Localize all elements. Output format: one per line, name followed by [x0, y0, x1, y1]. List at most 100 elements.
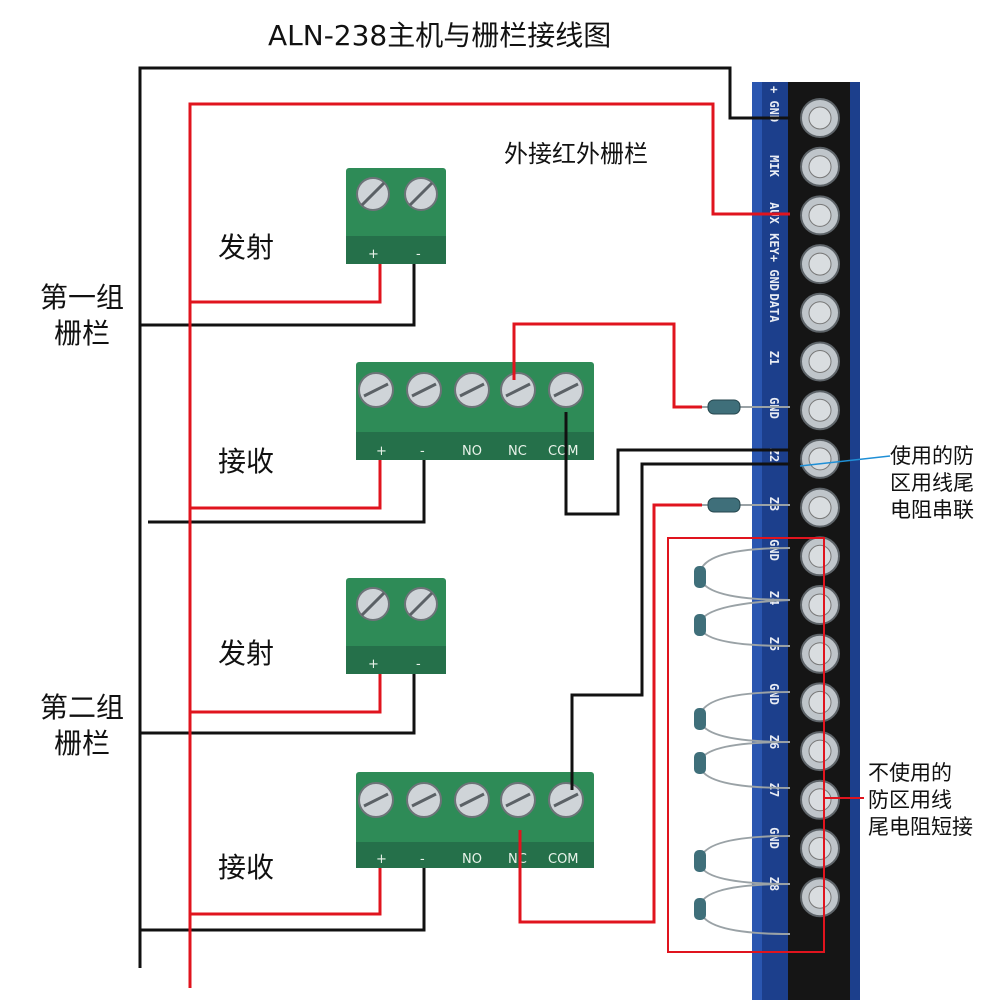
power-wires — [188, 102, 790, 988]
unused-zones-note-line3: 尾电阻短接 — [868, 815, 973, 839]
resistor-z7 — [694, 850, 706, 872]
receiver-2-com-label: COM — [548, 852, 579, 867]
aux-power-bus-wire — [188, 102, 790, 988]
board-label: + GND — [767, 86, 781, 122]
screw-slot — [505, 792, 531, 808]
receiver-1-nc-wire — [512, 322, 702, 409]
board-terminal-screw-head — [808, 593, 832, 617]
screw-slot — [553, 792, 579, 808]
board-label: MIK — [767, 155, 781, 177]
used-zones-note-line2: 区用线尾 — [890, 471, 974, 495]
used-zones-note: 使用的防 区用线尾 电阻串联 — [890, 443, 994, 524]
eol-resistor-z2 — [702, 497, 790, 513]
board-terminal-screw-head — [808, 788, 832, 812]
emitter-2-base — [346, 646, 446, 674]
board-terminal-screw-head — [808, 837, 832, 860]
resistor-z6 — [694, 752, 706, 774]
receiver-2-screws — [358, 782, 584, 818]
group-2-label-line2: 栅栏 — [53, 727, 110, 760]
emitter-2-power-wire — [190, 674, 382, 714]
used-zones-note-line3: 电阻串联 — [890, 498, 974, 522]
emitter-2-plus-label: + — [368, 657, 379, 672]
board-label: Z7 — [767, 783, 781, 797]
emitter-1-terminal-block: + - — [346, 168, 446, 264]
board-terminal-screw-head — [808, 496, 832, 520]
resistor-z8 — [694, 898, 706, 920]
resistor-z3 — [694, 566, 706, 588]
unused-zones-note-line1: 不使用的 — [868, 761, 952, 785]
emitter-2-label: 发射 — [218, 637, 275, 670]
unused-zones-box — [667, 537, 825, 953]
receiver-2-com-wire — [570, 462, 790, 790]
receiver-1-base — [356, 432, 594, 460]
receiver-2-minus-label: - — [420, 852, 425, 867]
receiver-1-no-label: NO — [462, 444, 482, 459]
receiver-2-nc-label: NC — [508, 852, 527, 867]
used-zones-callout-line — [799, 455, 891, 467]
board-terminal-screw-head — [808, 203, 832, 227]
receiver-2-label: 接收 — [218, 851, 275, 884]
unused-zone-resistors — [667, 537, 864, 953]
board-terminal-screw-head — [808, 642, 832, 666]
screw-slot — [408, 181, 434, 207]
receiver-1-com-label: COM — [548, 444, 579, 459]
receiver-2-terminal-block: + - NO NC COM — [356, 772, 594, 868]
receiver-1-nc-label: NC — [508, 444, 527, 459]
resistor-body — [707, 399, 741, 415]
group-2-label-line1: 第二组 — [39, 691, 124, 724]
unused-zones-note-line2: 防区用线 — [868, 788, 952, 812]
board-terminal-screw-head — [808, 544, 832, 568]
board-label: KEY+ GND — [767, 233, 781, 291]
receiver-1-screws — [358, 372, 584, 408]
board-terminal-screw-head — [808, 398, 832, 422]
receiver-2-no-label: NO — [462, 852, 482, 867]
board-terminal-screw-head — [808, 301, 832, 325]
board-label: DATA — [767, 294, 781, 324]
group-1-label: 第一组 栅栏 — [30, 280, 134, 352]
screw-slot — [363, 792, 389, 808]
receiver-2-plus-label: + — [376, 852, 387, 867]
screw-slot — [363, 382, 389, 398]
receiver-2-base — [356, 842, 594, 868]
screw-slot — [459, 382, 485, 398]
diagram-title: ALN-238主机与栅栏接线图 — [268, 19, 612, 52]
resistor-z5 — [694, 708, 706, 730]
unused-zones-note: 不使用的 防区用线 尾电阻短接 — [868, 760, 996, 841]
emitter-1-base — [346, 236, 446, 264]
ground-wires — [138, 66, 790, 968]
group-1-label-line1: 第一组 — [39, 281, 124, 314]
emitter-1-minus-label: - — [416, 247, 421, 262]
board-label: Z5 — [767, 637, 781, 651]
emitter-2-minus-label: - — [416, 657, 421, 672]
screw-slot — [360, 591, 386, 617]
receiver-1-com-wire — [564, 412, 790, 516]
receiver-2-nc-wire — [518, 503, 702, 924]
screw-slot — [408, 591, 434, 617]
board-terminal-screw-head — [808, 350, 832, 373]
receiver-2-ground-wire — [140, 868, 426, 932]
emitter-1-ground-wire — [140, 264, 416, 327]
board-screws — [800, 98, 840, 918]
screw-slot — [411, 382, 437, 398]
receiver-1-label: 接收 — [218, 445, 275, 478]
board-edge — [752, 82, 762, 1000]
used-zones-note-line1: 使用的防 — [890, 444, 974, 468]
eol-resistor-z1 — [702, 399, 790, 415]
resistor-z4 — [694, 614, 706, 636]
receiver-1-ground-wire — [148, 460, 426, 524]
board-label: GND — [767, 827, 781, 849]
board-terminal-screw-head — [808, 885, 832, 909]
resistor-body — [707, 497, 741, 513]
receiver-1-power-wire — [190, 460, 382, 510]
emitter-1-plus-label: + — [368, 247, 379, 262]
receiver-1-plus-label: + — [376, 444, 387, 459]
receiver-1-terminal-block: + - NO NC COM — [356, 362, 594, 460]
screw-slot — [411, 792, 437, 808]
receiver-2-power-wire — [190, 868, 382, 916]
emitter-2-ground-wire — [140, 674, 416, 735]
group-2-label: 第二组 栅栏 — [30, 690, 134, 762]
board-terminal-screw-head — [808, 690, 832, 714]
